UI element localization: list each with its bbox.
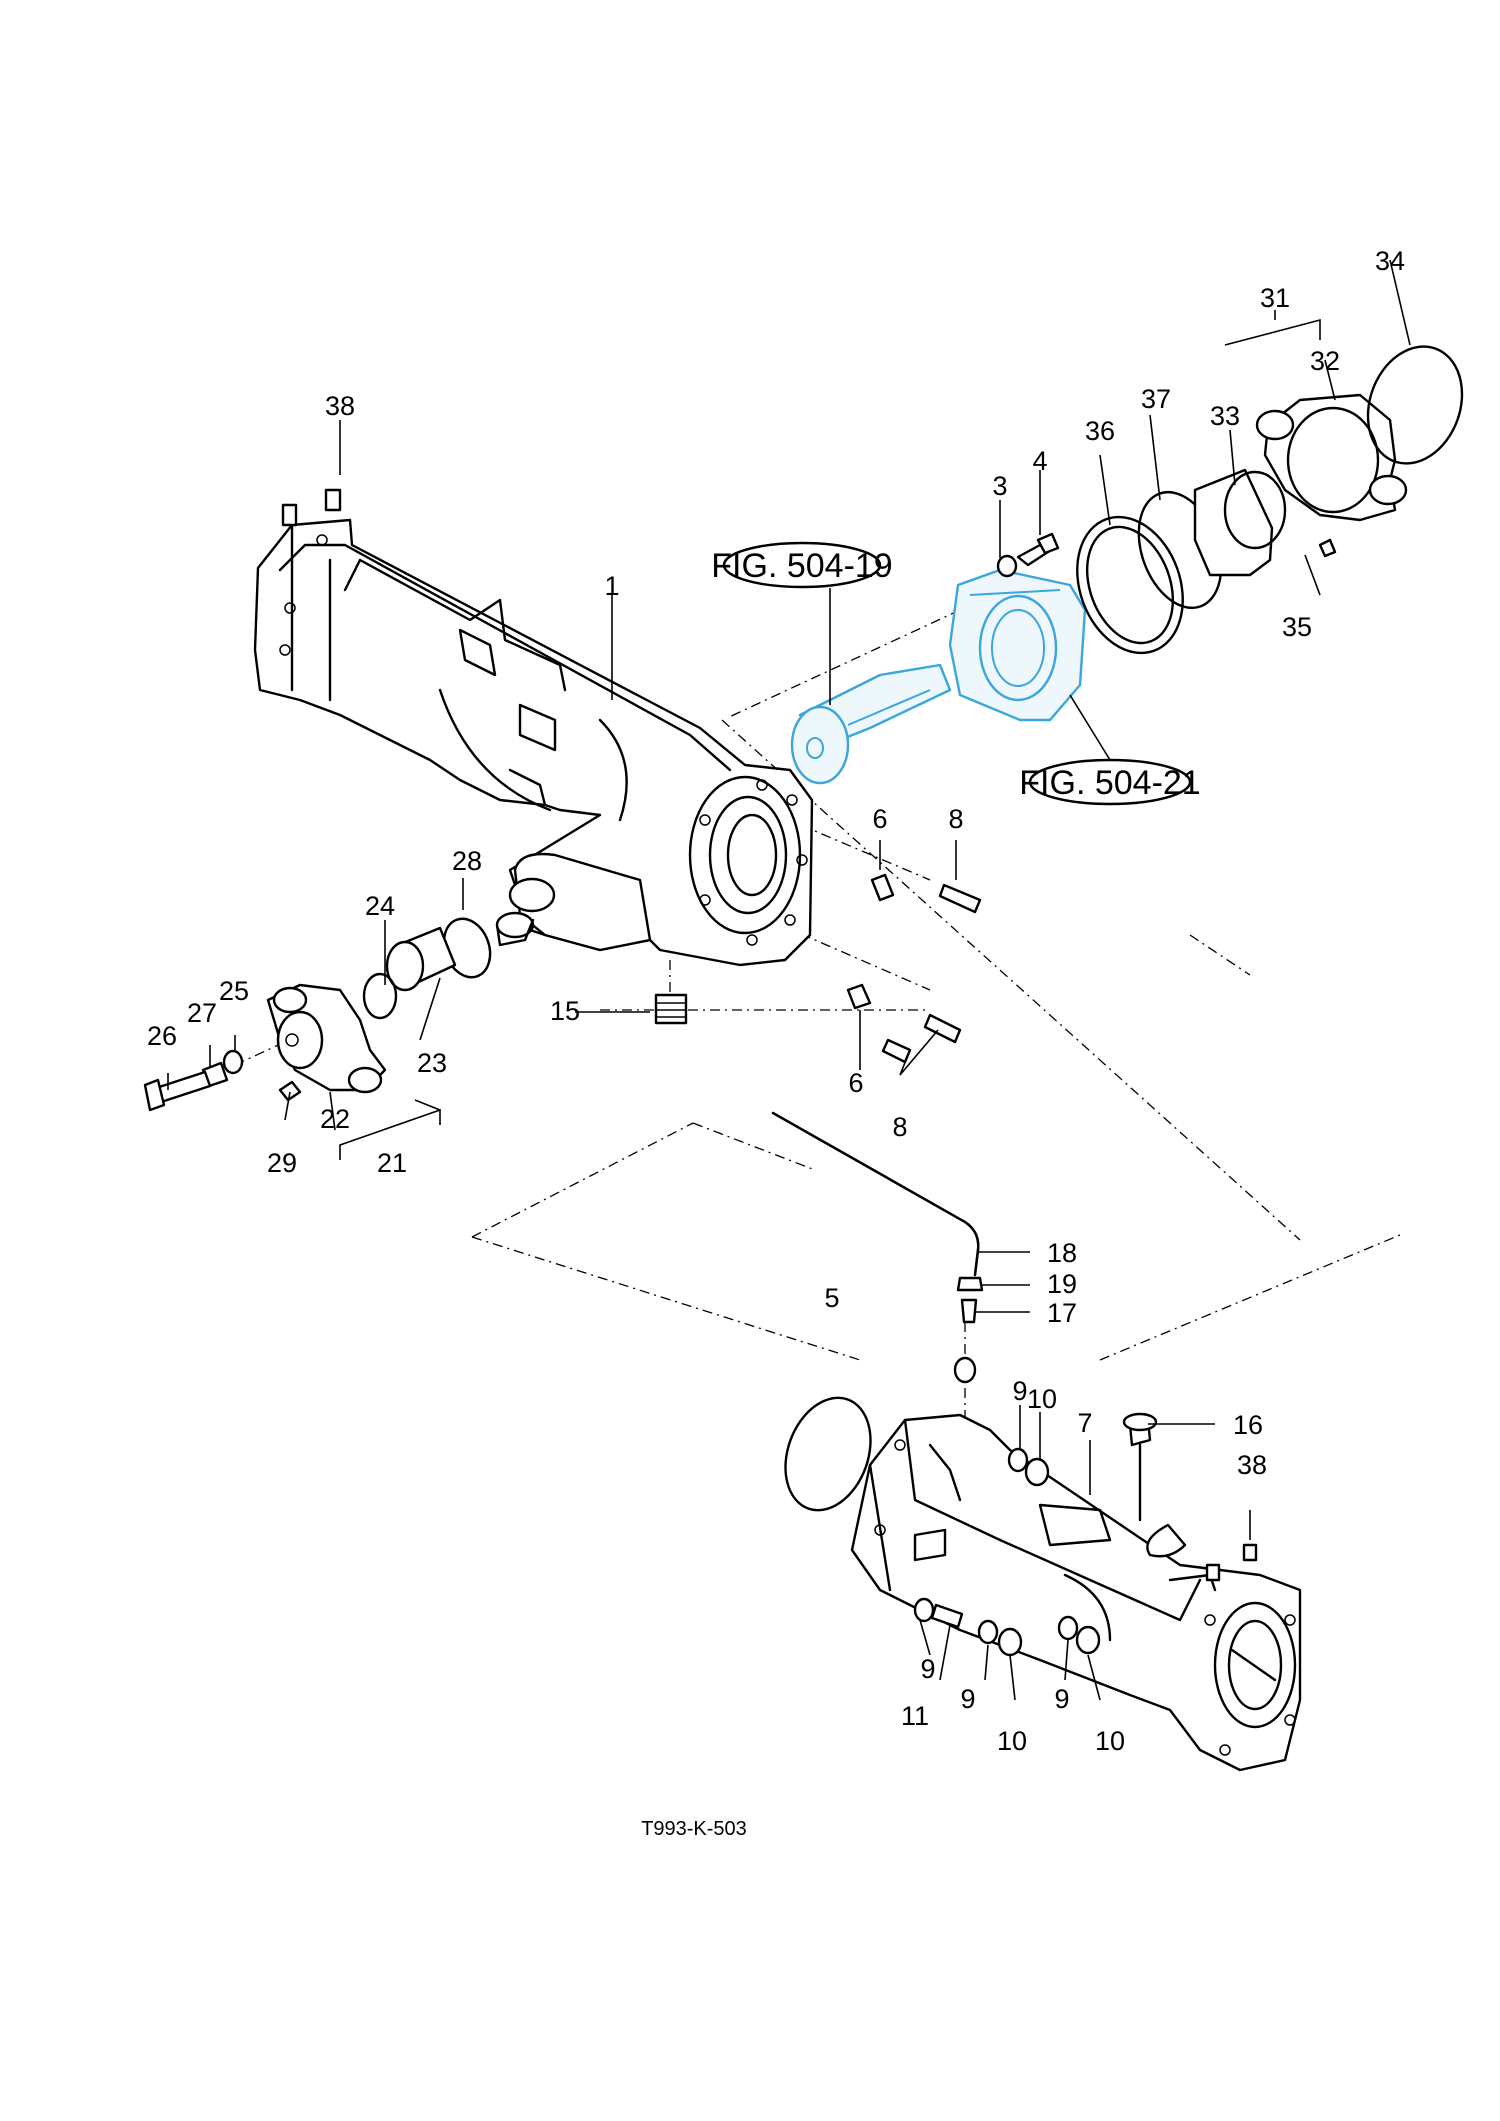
o-ring-5: [784, 1396, 872, 1512]
trunnion-group: [143, 917, 492, 1112]
callout-10-a: 10: [997, 1726, 1027, 1756]
callout-6-top: 6: [872, 804, 887, 834]
callout-21: 21: [377, 1148, 407, 1178]
callout-7: 7: [1077, 1408, 1092, 1438]
callout-3: 3: [992, 471, 1007, 501]
callout-32: 32: [1310, 346, 1340, 376]
bolt-and-washer-3-4: [996, 532, 1060, 578]
axle-housing: [253, 488, 814, 967]
figure-reference-ovals: [722, 541, 1192, 806]
callout-10-top: 10: [1027, 1384, 1057, 1414]
leader-lines: [167, 259, 1411, 1701]
callout-22: 22: [320, 1104, 350, 1134]
callout-38-bottom: 38: [1237, 1450, 1267, 1480]
lower-hardware: [913, 1356, 1258, 1657]
callout-16: 16: [1233, 1410, 1263, 1440]
callout-24: 24: [365, 891, 395, 921]
callout-4: 4: [1032, 446, 1047, 476]
fig-504-21-bearing-housing: [948, 568, 1087, 722]
fig-504-21-label: FIG. 504-21: [1019, 764, 1200, 802]
callout-28: 28: [452, 846, 482, 876]
pins-and-studs: [846, 873, 982, 1064]
callout-37: 37: [1141, 384, 1171, 414]
drain-plug-15: [654, 993, 688, 1025]
callout-9-b: 9: [960, 1684, 975, 1714]
fig-504-19-label: FIG. 504-19: [711, 547, 892, 585]
callout-27: 27: [187, 998, 217, 1028]
callout-33: 33: [1210, 401, 1240, 431]
callout-36: 36: [1085, 416, 1115, 446]
callout-31: 31: [1260, 283, 1290, 313]
drawing-code: T993-K-503: [641, 1818, 747, 1840]
fig-504-19-shaft-assembly: [790, 663, 952, 785]
callout-25: 25: [219, 976, 249, 1006]
callout-8-bottom: 8: [892, 1112, 907, 1142]
callout-5: 5: [824, 1283, 839, 1313]
callout-1: 1: [604, 571, 619, 601]
breather-pipe-group: [771, 1111, 984, 1324]
callout-29: 29: [267, 1148, 297, 1178]
callout-9-a: 9: [920, 1654, 935, 1684]
callout-6-bottom: 6: [848, 1068, 863, 1098]
callout-26: 26: [147, 1021, 177, 1051]
callout-35: 35: [1282, 612, 1312, 642]
callout-23: 23: [417, 1048, 447, 1078]
callout-34: 34: [1375, 246, 1405, 276]
callout-38-top: 38: [325, 391, 355, 421]
callout-19: 19: [1047, 1269, 1077, 1299]
callout-18: 18: [1047, 1238, 1077, 1268]
upper-right-bearing-group: [1076, 345, 1464, 655]
callout-10-b: 10: [1095, 1726, 1125, 1756]
callout-15: 15: [550, 996, 580, 1026]
callout-11: 11: [901, 1701, 929, 1731]
callout-9-c: 9: [1054, 1684, 1069, 1714]
callout-8-top: 8: [948, 804, 963, 834]
callout-17: 17: [1047, 1298, 1077, 1328]
callout-9-top: 9: [1012, 1376, 1027, 1406]
lower-housing: [850, 1413, 1302, 1772]
